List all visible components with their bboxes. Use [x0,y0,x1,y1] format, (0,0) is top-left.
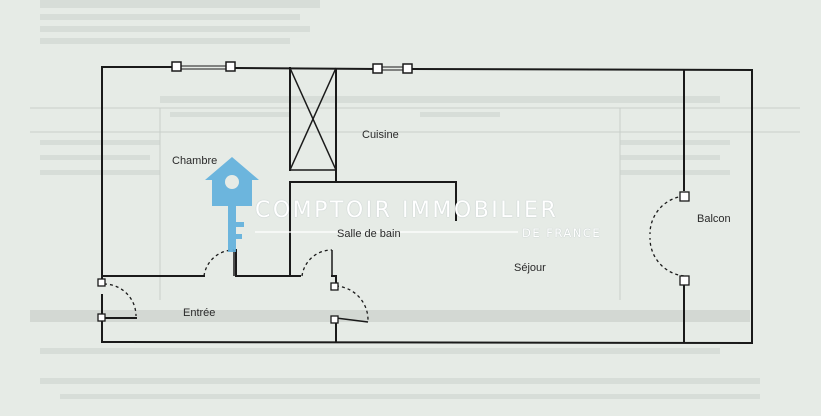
room-label-chambre: Chambre [172,155,218,167]
window-chambre [171,61,236,72]
walls [101,66,754,345]
door-salle-de-bain [301,249,333,277]
house-key-icon [205,157,259,252]
room-label-entree: Entrée [183,307,216,319]
room-label-sejour: Séjour [514,262,546,274]
room-label-cuisine: Cuisine [362,129,399,141]
door-sejour [335,285,369,321]
door-balcon-top [649,195,685,235]
duct-cross [289,67,337,171]
watermark-brand: COMPTOIR IMMOBILIER [255,198,559,223]
door-balcon-bottom [649,237,685,277]
watermark-subtitle: DE FRANCE [522,226,602,240]
room-label-salle-de-bain: Salle de bain [337,228,401,240]
door-entree-front [103,283,137,317]
window-cuisine [372,63,413,74]
room-label-balcon: Balcon [697,213,731,225]
background-faded-text [30,0,760,399]
